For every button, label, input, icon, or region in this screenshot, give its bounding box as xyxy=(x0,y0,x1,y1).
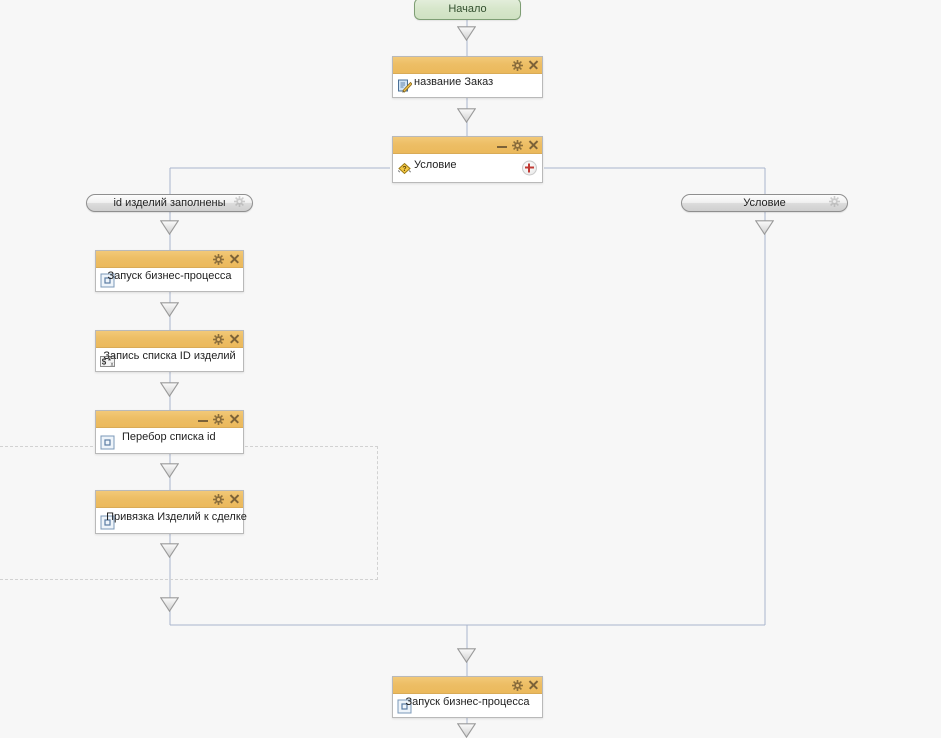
node-header[interactable] xyxy=(96,491,243,508)
gear-icon[interactable] xyxy=(213,413,224,425)
node-write-id-list[interactable]: $ * x Запись списка ID изделий xyxy=(95,330,244,372)
arrow-head xyxy=(457,723,476,738)
arrow-head xyxy=(755,220,774,235)
svg-text:x: x xyxy=(111,362,114,368)
gear-icon[interactable] xyxy=(213,333,224,345)
gear-icon[interactable] xyxy=(234,196,245,210)
svg-text:*: * xyxy=(108,358,111,365)
close-icon[interactable] xyxy=(528,140,538,150)
start-node[interactable]: Начало xyxy=(414,0,521,20)
node-body: $ * x Запись списка ID изделий xyxy=(96,348,243,371)
svg-text:?: ? xyxy=(402,166,406,173)
node-link-products[interactable]: Привязка Изделий к сделке xyxy=(95,490,247,534)
branch-condition-right[interactable]: Условие xyxy=(681,194,848,212)
node-loop-id-list[interactable]: Перебор списка id xyxy=(95,410,244,454)
arrow-head xyxy=(160,597,179,612)
close-icon[interactable] xyxy=(229,334,239,344)
process-square-icon xyxy=(397,699,412,714)
node-condition[interactable]: ? Условие xyxy=(392,136,543,183)
gear-icon[interactable] xyxy=(213,253,224,265)
node-label: Запуск бизнес-процесса xyxy=(405,696,530,708)
node-body: Запуск бизнес-процесса xyxy=(393,694,542,717)
gear-icon[interactable] xyxy=(512,59,523,71)
arrow-head xyxy=(160,302,179,317)
gear-icon[interactable] xyxy=(213,493,224,505)
node-body: Запуск бизнес-процесса xyxy=(96,268,243,291)
node-body: Перебор списка id xyxy=(96,428,243,453)
close-icon[interactable] xyxy=(229,494,239,504)
close-icon[interactable] xyxy=(528,60,538,70)
condition-question-icon: ? xyxy=(397,161,412,176)
node-label: Условие xyxy=(414,158,457,171)
edit-pencil-icon xyxy=(397,78,412,93)
node-start-bp-final[interactable]: Запуск бизнес-процесса xyxy=(392,676,543,718)
process-square-icon xyxy=(100,515,115,530)
node-body: название Заказ xyxy=(393,74,542,97)
add-branch-icon[interactable] xyxy=(522,160,537,176)
branch-label: id изделий заполнены xyxy=(113,196,226,209)
node-header[interactable] xyxy=(96,331,243,348)
arrow-head xyxy=(160,220,179,235)
node-header[interactable] xyxy=(393,57,542,74)
branch-label: Условие xyxy=(743,196,786,209)
arrow-head xyxy=(457,108,476,123)
node-label: Запуск бизнес-процесса xyxy=(107,270,232,282)
arrow-head xyxy=(160,543,179,558)
minimize-icon[interactable] xyxy=(497,140,507,150)
close-icon[interactable] xyxy=(229,254,239,264)
node-header[interactable] xyxy=(393,677,542,694)
node-label: Запись списка ID изделий xyxy=(103,350,236,362)
node-body: Привязка Изделий к сделке xyxy=(96,508,247,533)
node-header[interactable] xyxy=(96,411,243,428)
start-node-label: Начало xyxy=(448,2,487,15)
arrow-head xyxy=(160,382,179,397)
node-label: Привязка Изделий к сделке xyxy=(106,511,247,523)
arrow-head xyxy=(457,648,476,663)
variable-assign-icon: $ * x xyxy=(100,354,115,369)
node-label: Перебор списка id xyxy=(122,431,216,443)
node-header[interactable] xyxy=(96,251,243,268)
gear-icon[interactable] xyxy=(512,679,523,691)
minimize-icon[interactable] xyxy=(198,414,208,424)
gear-icon[interactable] xyxy=(512,139,523,151)
node-order-name[interactable]: название Заказ xyxy=(392,56,543,98)
gear-icon[interactable] xyxy=(829,196,840,210)
node-body: ? Условие xyxy=(393,154,542,182)
close-icon[interactable] xyxy=(229,414,239,424)
node-start-bp-left[interactable]: Запуск бизнес-процесса xyxy=(95,250,244,292)
close-icon[interactable] xyxy=(528,680,538,690)
process-square-icon xyxy=(100,435,115,450)
branch-condition-left[interactable]: id изделий заполнены xyxy=(86,194,253,212)
node-label: название Заказ xyxy=(414,76,494,88)
node-header[interactable] xyxy=(393,137,542,154)
arrow-head xyxy=(160,463,179,478)
process-square-icon xyxy=(100,273,115,288)
arrow-head xyxy=(457,26,476,41)
svg-text:$: $ xyxy=(102,358,107,367)
